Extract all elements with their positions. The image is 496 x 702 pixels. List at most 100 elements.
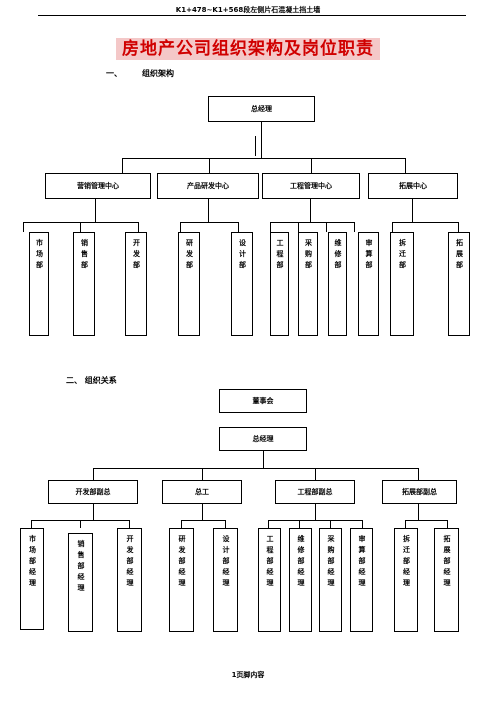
connector	[268, 520, 362, 521]
center-product-rd-label: 产品研发中心	[187, 182, 229, 190]
connector	[180, 222, 181, 232]
connector	[418, 468, 419, 480]
connector	[447, 520, 448, 528]
mgr-development: 开发部经理	[117, 528, 142, 632]
mgr-purchasing: 采购部经理	[319, 528, 342, 632]
center-expansion-label: 拓展中心	[399, 182, 427, 190]
dept-label: 开发部	[132, 239, 141, 272]
mgr-label: 维修部经理	[297, 535, 305, 590]
dept-expansion: 拓展部	[448, 232, 470, 336]
dept-label: 拆迁部	[398, 239, 407, 272]
connector	[80, 520, 81, 528]
deputy-expansion: 拓展部副总	[382, 480, 457, 504]
connector	[392, 222, 393, 232]
deputy-development: 开发部副总	[48, 480, 138, 504]
dept-maintenance: 维修部	[328, 232, 347, 336]
connector	[405, 520, 447, 521]
connector	[311, 158, 312, 173]
connector	[93, 468, 94, 480]
connector	[31, 520, 32, 528]
connector	[458, 222, 459, 232]
dept-label: 采购部	[304, 239, 313, 272]
chart1-general-manager: 总经理	[208, 96, 315, 122]
mgr-label: 开发部经理	[126, 535, 134, 590]
connector	[23, 222, 24, 232]
connector	[181, 520, 182, 528]
mgr-maintenance: 维修部经理	[289, 528, 312, 632]
connector	[315, 468, 316, 480]
mgr-label: 研发部经理	[178, 535, 186, 590]
connector	[255, 136, 256, 156]
header-divider	[38, 15, 466, 16]
mgr-label: 市场部经理	[28, 535, 37, 590]
deputy-label: 拓展部副总	[402, 488, 437, 496]
document-title: 房地产公司组织架构及岗位职责	[116, 38, 380, 60]
connector	[405, 158, 406, 173]
connector	[93, 468, 418, 469]
connector	[268, 520, 269, 528]
dept-label: 维修部	[334, 239, 342, 272]
page-footer: 1页脚内容	[231, 671, 265, 679]
connector	[181, 520, 225, 521]
chart2-general-manager-label: 总经理	[252, 435, 274, 443]
connector	[208, 199, 209, 222]
chart2-board: 董事会	[219, 389, 307, 413]
connector	[330, 520, 331, 528]
connector	[202, 468, 203, 480]
section1-title: 组织架构	[142, 69, 174, 78]
connector	[362, 520, 363, 528]
mgr-sales: 销售部经理	[68, 533, 93, 632]
dept-label: 审算部	[365, 239, 373, 272]
mgr-market: 市场部经理	[20, 528, 44, 630]
center-marketing-label: 营销管理中心	[77, 182, 119, 190]
page-header: K1+478~K1+568段左侧片石混凝土挡土墙	[175, 6, 321, 14]
connector	[270, 222, 354, 223]
dept-label: 工程部	[276, 239, 284, 272]
dept-purchasing: 采购部	[298, 232, 318, 336]
connector	[263, 451, 264, 468]
connector	[354, 222, 355, 232]
connector	[238, 222, 239, 232]
connector	[392, 222, 458, 223]
dept-audit: 审算部	[358, 232, 379, 336]
mgr-label: 拓展部经理	[443, 535, 451, 590]
mgr-engineering: 工程部经理	[258, 528, 281, 632]
connector	[261, 122, 262, 158]
connector	[138, 222, 139, 232]
connector	[122, 158, 405, 159]
connector	[122, 158, 123, 173]
connector	[180, 222, 238, 223]
center-engineering: 工程管理中心	[262, 173, 360, 199]
deputy-label: 开发部副总	[75, 488, 111, 496]
chart2-board-label: 董事会	[252, 397, 274, 405]
mgr-label: 审算部经理	[358, 535, 366, 590]
chart2-general-manager: 总经理	[219, 427, 307, 451]
center-engineering-label: 工程管理中心	[290, 182, 332, 190]
mgr-design: 设计部经理	[213, 528, 238, 632]
connector	[129, 520, 130, 528]
dept-label: 市场部	[35, 239, 44, 272]
dept-label: 拓展部	[455, 239, 464, 272]
center-marketing: 营销管理中心	[45, 173, 151, 199]
connector	[315, 504, 316, 520]
connector	[326, 222, 327, 232]
center-expansion: 拓展中心	[368, 173, 458, 199]
connector	[298, 222, 299, 232]
mgr-expansion: 拓展部经理	[434, 528, 459, 632]
connector	[95, 199, 96, 222]
mgr-label: 拆迁部经理	[402, 535, 411, 590]
connector	[310, 199, 311, 222]
mgr-label: 销售部经理	[77, 540, 85, 595]
dept-sales: 销售部	[73, 232, 95, 336]
dept-label: 设计部	[238, 239, 247, 272]
section2-title: 二、 组织关系	[66, 376, 117, 385]
dept-design: 设计部	[231, 232, 253, 336]
mgr-research: 研发部经理	[169, 528, 194, 632]
section1-number: 一、	[106, 69, 122, 78]
deputy-label: 总工	[195, 488, 209, 496]
dept-market: 市场部	[29, 232, 49, 336]
connector	[80, 222, 81, 232]
center-product-rd: 产品研发中心	[157, 173, 259, 199]
dept-label: 研发部	[185, 239, 194, 272]
connector	[299, 520, 300, 528]
